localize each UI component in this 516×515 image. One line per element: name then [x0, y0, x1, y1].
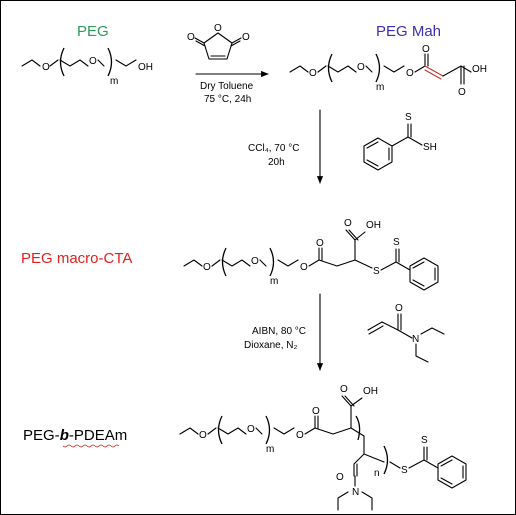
product-repeat-m: m	[266, 444, 274, 455]
svg-text:S: S	[393, 237, 400, 248]
step1-line1: Dry Toluene	[200, 81, 254, 92]
svg-text:S: S	[405, 112, 412, 123]
svg-text:O: O	[296, 430, 304, 441]
svg-text:O: O	[357, 62, 365, 73]
svg-text:S: S	[373, 266, 380, 277]
svg-text:O: O	[214, 23, 222, 34]
macro-cta-repeat-m: m	[270, 276, 278, 287]
svg-text:S: S	[421, 435, 428, 446]
step3-line1: AIBN, 80 °C	[252, 326, 306, 337]
step2-line2: 20h	[268, 157, 285, 168]
svg-text:OH: OH	[363, 386, 378, 397]
svg-text:O: O	[203, 262, 211, 273]
peg-o-methoxy: O	[42, 62, 50, 73]
svg-text:OH: OH	[366, 220, 381, 231]
svg-text:O: O	[395, 303, 403, 314]
svg-text:O: O	[242, 32, 250, 43]
svg-text:O: O	[336, 472, 344, 483]
peg-oh: OH	[138, 62, 153, 73]
svg-text:O: O	[199, 430, 207, 441]
svg-text:OH: OH	[472, 64, 487, 75]
svg-text:O: O	[458, 87, 466, 98]
macro-cta-structure: O O m O O O OH S S	[183, 218, 439, 291]
svg-text:SH: SH	[423, 142, 437, 153]
peg-repeat-m: m	[110, 76, 118, 87]
peg-structure: PEG O O m OH	[21, 23, 153, 87]
maleic-anhydride: O O O	[187, 23, 250, 60]
peg-mah-label: PEG Mah	[376, 23, 441, 40]
dithiobenzoic-acid: S SH	[363, 112, 437, 171]
deam-monomer: O N	[367, 303, 445, 363]
macro-cta-label: PEG macro-CTA	[21, 250, 132, 267]
product-label: PEG-b-PDEAm	[23, 427, 127, 448]
step3-line2: Dioxane, N₂	[244, 340, 297, 351]
peg-mah-structure: PEG Mah O O m O O O OH	[289, 23, 487, 98]
step2-line1: CCl₄, 70 °C	[248, 143, 299, 154]
svg-text:N: N	[352, 487, 359, 498]
svg-text:O: O	[251, 256, 259, 267]
svg-text:O: O	[312, 406, 320, 417]
product-repeat-n: n	[374, 468, 380, 479]
step1-line2: 75 °C, 24h	[204, 94, 251, 105]
peg-mah-repeat-m: m	[376, 82, 384, 93]
svg-text:O: O	[406, 68, 414, 79]
peg-o-ether: O	[89, 56, 97, 67]
svg-text:O: O	[422, 44, 430, 55]
svg-text:PEG-b-PDEAm: PEG-b-PDEAm	[23, 427, 127, 444]
product-structure: O O m O O O OH O N n S	[179, 384, 467, 511]
svg-text:O: O	[309, 68, 317, 79]
svg-text:O: O	[187, 32, 195, 43]
svg-text:O: O	[247, 424, 255, 435]
svg-text:O: O	[316, 238, 324, 249]
svg-text:O: O	[300, 262, 308, 273]
svg-text:N: N	[412, 334, 419, 345]
svg-text:O: O	[344, 218, 352, 229]
peg-label: PEG	[77, 23, 109, 40]
svg-text:S: S	[401, 465, 408, 476]
svg-text:O: O	[340, 384, 348, 395]
